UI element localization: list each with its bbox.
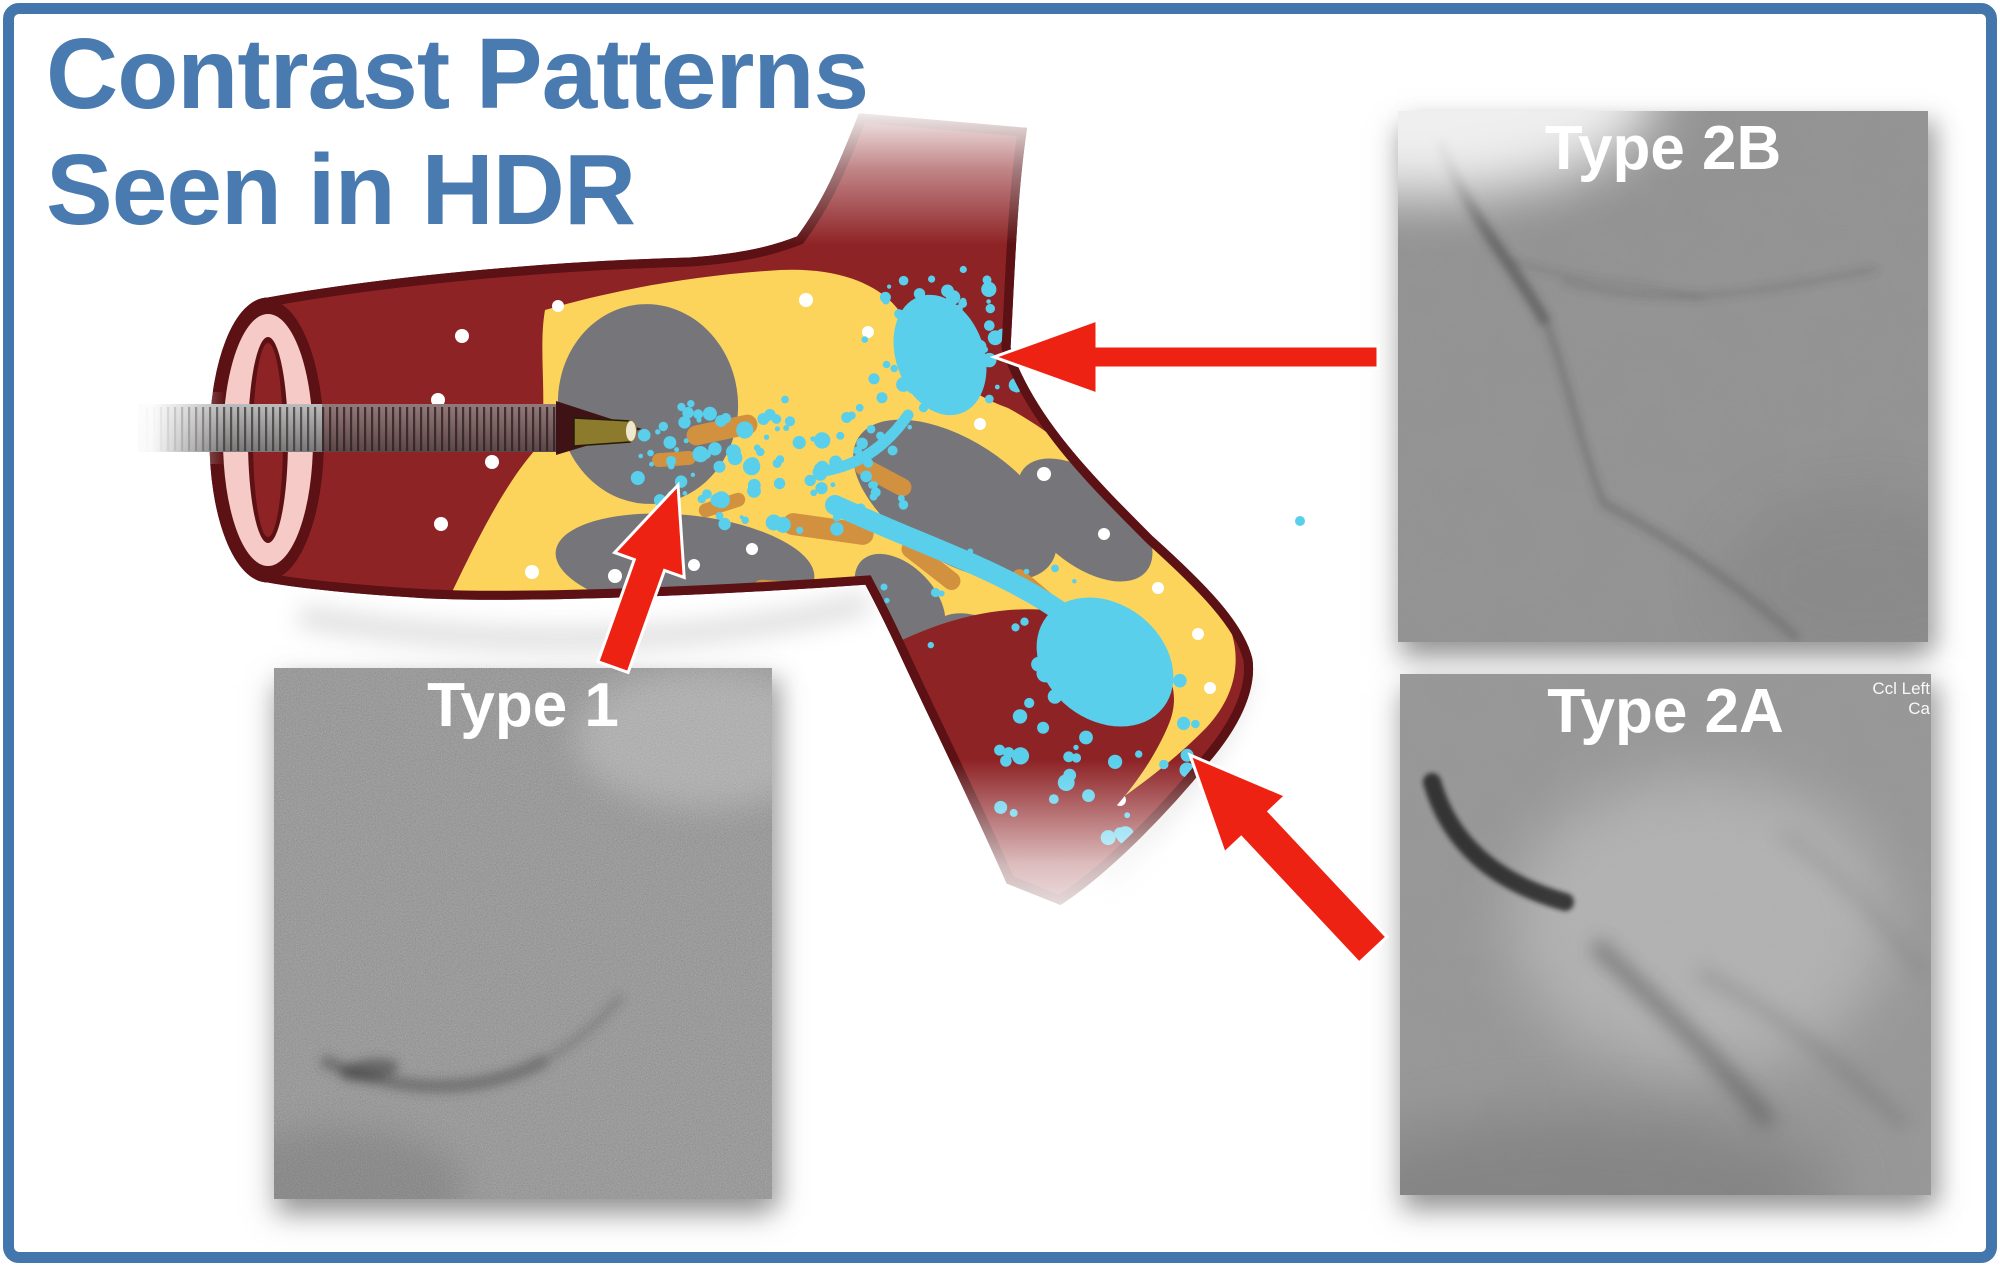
vessel-opening (212, 300, 324, 580)
figure-title-line2: Seen in HDR (46, 134, 636, 246)
contrast-channel (812, 409, 1095, 640)
catheter-shaft-inner (322, 404, 562, 452)
catheter-tip (573, 417, 631, 447)
faint-vessel-shadows (319, 993, 625, 1093)
catheter-shaft-outer (138, 404, 324, 452)
angiogram-type2b: Type 2B (1398, 111, 1928, 642)
angiogram-type2a-label: Type 2A (1547, 677, 1784, 746)
arrow-to-type2b-icon (989, 317, 1380, 397)
angiogram-type1-label: Type 1 (427, 671, 619, 740)
catheter (138, 401, 642, 455)
angiogram-type2b-label: Type 2B (1544, 114, 1782, 183)
catheter-nose-cone (556, 401, 642, 455)
branch-fade-bottom (930, 760, 1270, 950)
angiogram-type2a-image (1400, 674, 1931, 1195)
contrast-speckle-cloud (630, 395, 912, 536)
catheter-tip-cap (625, 420, 637, 442)
angiogram-type1-image (274, 668, 772, 1199)
angiogram-type2a-corner-line2: Ca (1908, 699, 1930, 718)
arrow-to-type1-icon (595, 481, 686, 675)
catheter-fade-left (95, 392, 225, 464)
contrast-speckle-cloud-large (692, 413, 872, 533)
contrast-pool-lower (1036, 597, 1174, 727)
contrast-spray-lower (994, 647, 1201, 846)
stray-contrast-dot (1295, 516, 1305, 526)
distal-blood-pocket (898, 609, 1174, 870)
figure-title-line1: Contrast Patterns (46, 18, 869, 130)
contrast-channel-dots (880, 548, 1120, 649)
figure-title: Contrast Patterns Seen in HDR (46, 16, 869, 248)
faint-vessel-shadows (1423, 773, 1926, 1130)
arrow-to-type2a-icon (1187, 752, 1390, 966)
angiogram-type1: Type 1 (274, 668, 772, 1199)
angiogram-type2a-corner-line1: Ccl Left (1872, 679, 1930, 698)
angiogram-type2a-corner-text: Ccl Left Ca (1872, 679, 1930, 719)
contrast-spray-upper (861, 265, 1042, 413)
angiogram-type2a: Type 2A Ccl Left Ca (1400, 674, 1931, 1195)
angiogram-type2b-image (1398, 111, 1928, 642)
contrast-pool-upper (893, 294, 987, 416)
